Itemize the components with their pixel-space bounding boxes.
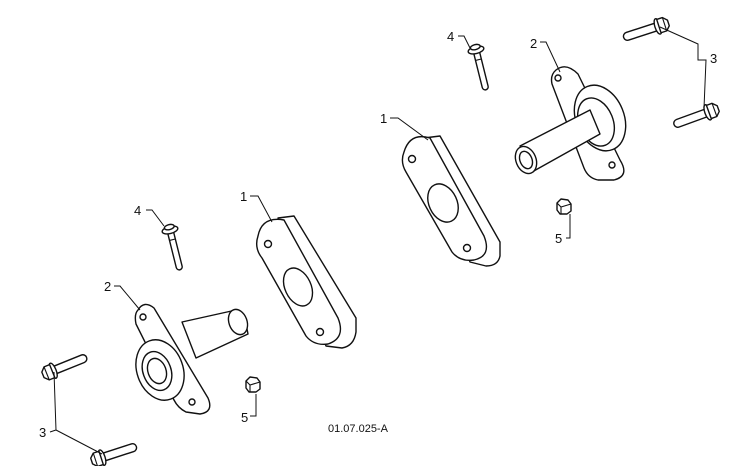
callout-nut-left: 5 [241, 410, 248, 425]
callout-spacer-right: 1 [380, 111, 387, 126]
callout-nut-right: 5 [555, 231, 562, 246]
callout-bolts-left: 3 [39, 425, 46, 440]
callout-hub-right: 2 [530, 36, 537, 51]
hub-left [134, 303, 249, 415]
spacer-left [255, 215, 357, 349]
pin-left [160, 222, 189, 273]
pin-right [466, 42, 495, 93]
bolt-right-upper [620, 14, 672, 46]
callout-spacer-left: 1 [240, 189, 247, 204]
callout-pin-left: 4 [134, 203, 141, 218]
callout-pin-right: 4 [447, 29, 454, 44]
bolt-left-lower [88, 438, 140, 466]
nut-left [245, 376, 261, 393]
callout-hub-left: 2 [104, 279, 111, 294]
spacer-right [401, 135, 501, 267]
figure-code: 01.07.025-A [328, 423, 389, 435]
callout-bolts-right: 3 [710, 51, 717, 66]
hub-right [514, 66, 627, 181]
bolt-left-upper [39, 349, 91, 383]
bolt-right-lower [670, 100, 722, 133]
nut-right [556, 198, 572, 215]
